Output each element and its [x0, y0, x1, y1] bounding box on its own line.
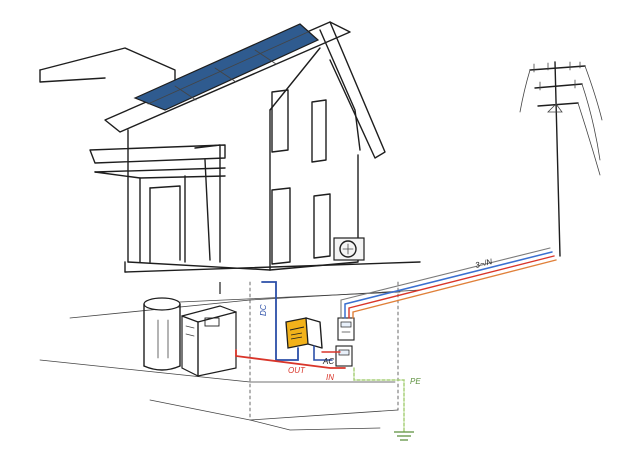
label-in: IN [326, 373, 334, 382]
label-pe: PE [410, 377, 421, 386]
energy-meter-1 [337, 317, 355, 341]
ac-cables [235, 345, 346, 369]
house [39, 21, 386, 271]
grid-connection-cables [340, 247, 557, 319]
label-out: OUT [288, 366, 306, 375]
label-grid: 3~/N [474, 257, 493, 270]
pe-ground-cable [353, 367, 414, 441]
battery-cabinet [181, 305, 237, 377]
solar-array [133, 23, 320, 111]
label-dc: DC [259, 304, 268, 316]
dc-cable [219, 281, 299, 361]
heat-pump-unit [333, 237, 365, 261]
inverter [285, 317, 323, 349]
energy-meter-2 [335, 345, 353, 367]
ground-plane [39, 261, 421, 431]
diagram-labels: DC AC OUT IN PE 3~/N [259, 257, 493, 386]
utility-pole [519, 61, 603, 257]
label-ac: AC [322, 357, 334, 366]
storage-tank [143, 297, 181, 371]
